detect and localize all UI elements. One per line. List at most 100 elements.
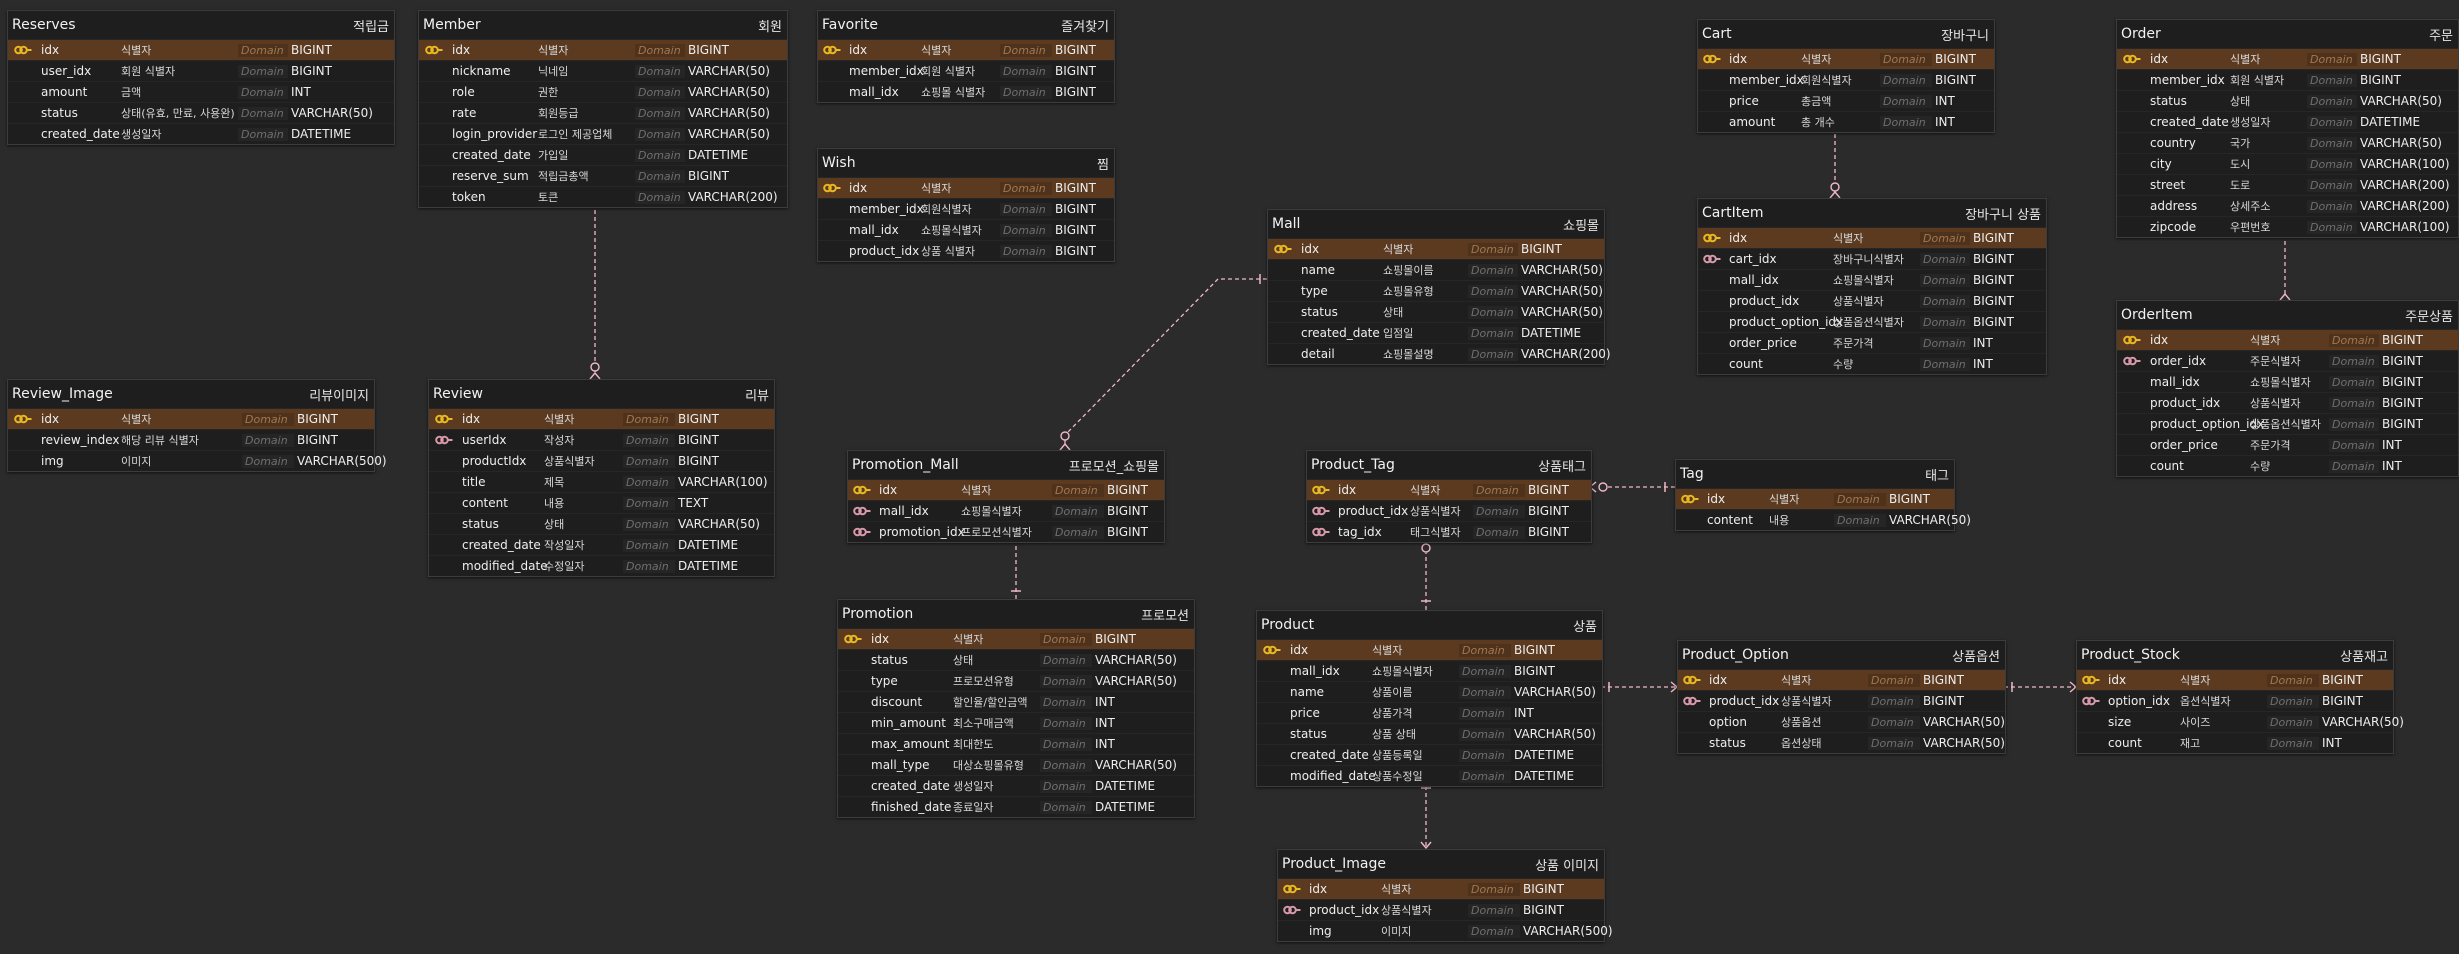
column-row[interactable]: productIdx상품식별자DomainBIGINT bbox=[429, 450, 774, 471]
table-member[interactable]: Member회원idx식별자DomainBIGINTnickname닉네임Dom… bbox=[418, 10, 788, 208]
table-reserves[interactable]: Reserves적립금idx식별자DomainBIGINTuser_idx회원 … bbox=[7, 10, 395, 145]
column-row[interactable]: idx식별자DomainBIGINT bbox=[1257, 639, 1602, 660]
column-row[interactable]: content내용DomainTEXT bbox=[429, 492, 774, 513]
table-mall[interactable]: Mall쇼핑몰idx식별자DomainBIGINTname쇼핑몰이름Domain… bbox=[1267, 209, 1611, 365]
table-favorite[interactable]: Favorite즐겨찾기idx식별자DomainBIGINTmember_idx… bbox=[817, 10, 1115, 103]
column-row[interactable]: modified_date수정일자DomainDATETIME bbox=[429, 555, 774, 576]
column-row[interactable]: idx식별자DomainBIGINT bbox=[2117, 329, 2458, 350]
column-row[interactable]: idx식별자DomainBIGINT bbox=[1678, 669, 2005, 690]
column-row[interactable]: idx식별자DomainBIGINT bbox=[818, 177, 1114, 198]
table-promotion[interactable]: Promotion프로모션idx식별자DomainBIGINTstatus상태D… bbox=[837, 599, 1195, 818]
column-row[interactable]: finished_date종료일자DomainDATETIME bbox=[838, 796, 1194, 817]
column-row[interactable]: order_price주문가격DomainINT bbox=[1698, 332, 2046, 353]
column-row[interactable]: idx식별자DomainBIGINT bbox=[1278, 878, 1604, 899]
table-header[interactable]: Tag태그 bbox=[1676, 460, 1954, 488]
table-review_image[interactable]: Review_Image리뷰이미지idx식별자DomainBIGINTrevie… bbox=[7, 379, 387, 472]
column-row[interactable]: rate회원등급DomainVARCHAR(50) bbox=[419, 102, 787, 123]
column-row[interactable]: address상세주소DomainVARCHAR(200) bbox=[2117, 195, 2458, 216]
column-row[interactable]: status상태DomainVARCHAR(50) bbox=[838, 649, 1194, 670]
column-row[interactable]: min_amount최소구매금액DomainINT bbox=[838, 712, 1194, 733]
table-product[interactable]: Product상품idx식별자DomainBIGINTmall_idx쇼핑몰식별… bbox=[1256, 610, 1603, 787]
column-row[interactable]: user_idx회원 식별자DomainBIGINT bbox=[8, 60, 394, 81]
table-header[interactable]: Promotion프로모션 bbox=[838, 600, 1194, 628]
column-row[interactable]: idx식별자DomainBIGINT bbox=[419, 39, 787, 60]
column-row[interactable]: mall_idx쇼핑몰식별자DomainBIGINT bbox=[818, 219, 1114, 240]
column-row[interactable]: product_option_idx상품옵션식별자DomainBIGINT bbox=[1698, 311, 2046, 332]
column-row[interactable]: nickname닉네임DomainVARCHAR(50) bbox=[419, 60, 787, 81]
table-product_tag[interactable]: Product_Tag상품태그idx식별자DomainBIGINTproduct… bbox=[1306, 450, 1592, 543]
column-row[interactable]: price상품가격DomainINT bbox=[1257, 702, 1602, 723]
table-header[interactable]: Wish찜 bbox=[818, 149, 1114, 177]
table-header[interactable]: Review리뷰 bbox=[429, 380, 774, 408]
column-row[interactable]: idx식별자DomainBIGINT bbox=[818, 39, 1114, 60]
table-header[interactable]: Product_Tag상품태그 bbox=[1307, 451, 1591, 479]
column-row[interactable]: idx식별자DomainBIGINT bbox=[1676, 488, 1954, 509]
column-row[interactable]: city도시DomainVARCHAR(100) bbox=[2117, 153, 2458, 174]
table-header[interactable]: Review_Image리뷰이미지 bbox=[8, 380, 374, 408]
column-row[interactable]: member_idx회원 식별자DomainBIGINT bbox=[818, 60, 1114, 81]
table-tag[interactable]: Tag태그idx식별자DomainBIGINTcontent내용DomainVA… bbox=[1675, 459, 1971, 531]
column-row[interactable]: title제목DomainVARCHAR(100) bbox=[429, 471, 774, 492]
column-row[interactable]: reserve_sum적립금총액DomainBIGINT bbox=[419, 165, 787, 186]
column-row[interactable]: product_idx상품식별자DomainBIGINT bbox=[1698, 290, 2046, 311]
column-row[interactable]: max_amount최대한도DomainINT bbox=[838, 733, 1194, 754]
column-row[interactable]: modified_date상품수정일DomainDATETIME bbox=[1257, 765, 1602, 786]
table-header[interactable]: Reserves적립금 bbox=[8, 11, 394, 39]
column-row[interactable]: name상품이름DomainVARCHAR(50) bbox=[1257, 681, 1602, 702]
column-row[interactable]: member_idx회원 식별자DomainBIGINT bbox=[2117, 69, 2458, 90]
table-header[interactable]: CartItem장바구니 상품 bbox=[1698, 199, 2046, 227]
column-row[interactable]: product_idx상품식별자DomainBIGINT bbox=[1678, 690, 2005, 711]
table-product_option[interactable]: Product_Option상품옵션idx식별자DomainBIGINTprod… bbox=[1677, 640, 2006, 754]
column-row[interactable]: created_date입점일DomainDATETIME bbox=[1268, 322, 1604, 343]
table-product_stock[interactable]: Product_Stock상품재고idx식별자DomainBIGINToptio… bbox=[2076, 640, 2404, 754]
table-header[interactable]: Cart장바구니 bbox=[1698, 20, 1994, 48]
table-header[interactable]: Product_Option상품옵션 bbox=[1678, 641, 2005, 669]
table-cart[interactable]: Cart장바구니idx식별자DomainBIGINTmember_idx회원식별… bbox=[1697, 19, 1995, 133]
column-row[interactable]: product_idx상품식별자DomainBIGINT bbox=[2117, 392, 2458, 413]
column-row[interactable]: created_date생성일자DomainDATETIME bbox=[8, 123, 394, 144]
column-row[interactable]: mall_type대상쇼핑몰유형DomainVARCHAR(50) bbox=[838, 754, 1194, 775]
column-row[interactable]: idx식별자DomainBIGINT bbox=[1698, 227, 2046, 248]
column-row[interactable]: mall_idx쇼핑몰식별자DomainBIGINT bbox=[2117, 371, 2458, 392]
table-review[interactable]: Review리뷰idx식별자DomainBIGINTuserIdx작성자Doma… bbox=[428, 379, 775, 577]
column-row[interactable]: idx식별자DomainBIGINT bbox=[2077, 669, 2393, 690]
column-row[interactable]: token토큰DomainVARCHAR(200) bbox=[419, 186, 787, 207]
table-header[interactable]: Product_Stock상품재고 bbox=[2077, 641, 2393, 669]
column-row[interactable]: login_provider로그인 제공업체DomainVARCHAR(50) bbox=[419, 123, 787, 144]
column-row[interactable]: idx식별자DomainBIGINT bbox=[8, 408, 374, 429]
table-product_image[interactable]: Product_Image상품 이미지idx식별자DomainBIGINTpro… bbox=[1277, 849, 1613, 942]
table-order[interactable]: Order주문idx식별자DomainBIGINTmember_idx회원 식별… bbox=[2116, 19, 2459, 238]
column-row[interactable]: count수량DomainINT bbox=[1698, 353, 2046, 374]
column-row[interactable]: status옵션상태DomainVARCHAR(50) bbox=[1678, 732, 2005, 753]
column-row[interactable]: idx식별자DomainBIGINT bbox=[429, 408, 774, 429]
column-row[interactable]: option_idx옵션식별자DomainBIGINT bbox=[2077, 690, 2393, 711]
column-row[interactable]: order_price주문가격DomainINT bbox=[2117, 434, 2458, 455]
column-row[interactable]: amount총 개수DomainINT bbox=[1698, 111, 1994, 132]
column-row[interactable]: size사이즈DomainVARCHAR(50) bbox=[2077, 711, 2404, 732]
column-row[interactable]: idx식별자DomainBIGINT bbox=[848, 479, 1164, 500]
column-row[interactable]: idx식별자DomainBIGINT bbox=[1698, 48, 1994, 69]
column-row[interactable]: role권한DomainVARCHAR(50) bbox=[419, 81, 787, 102]
table-cartitem[interactable]: CartItem장바구니 상품idx식별자DomainBIGINTcart_id… bbox=[1697, 198, 2047, 375]
column-row[interactable]: status상태DomainVARCHAR(50) bbox=[429, 513, 774, 534]
column-row[interactable]: street도로DomainVARCHAR(200) bbox=[2117, 174, 2458, 195]
table-wish[interactable]: Wish찜idx식별자DomainBIGINTmember_idx회원식별자Do… bbox=[817, 148, 1115, 262]
table-orderitem[interactable]: OrderItem주문상품idx식별자DomainBIGINTorder_idx… bbox=[2116, 300, 2459, 477]
column-row[interactable]: member_idx회원식별자DomainBIGINT bbox=[818, 198, 1114, 219]
table-header[interactable]: Product_Image상품 이미지 bbox=[1278, 850, 1604, 878]
column-row[interactable]: review_index해당 리뷰 식별자DomainBIGINT bbox=[8, 429, 374, 450]
column-row[interactable]: option상품옵션DomainVARCHAR(50) bbox=[1678, 711, 2005, 732]
column-row[interactable]: name쇼핑몰이름DomainVARCHAR(50) bbox=[1268, 259, 1604, 280]
column-row[interactable]: idx식별자DomainBIGINT bbox=[1307, 479, 1591, 500]
column-row[interactable]: cart_idx장바구니식별자DomainBIGINT bbox=[1698, 248, 2046, 269]
column-row[interactable]: tag_idx태그식별자DomainBIGINT bbox=[1307, 521, 1591, 542]
column-row[interactable]: member_idx회원식별자DomainBIGINT bbox=[1698, 69, 1994, 90]
column-row[interactable]: idx식별자DomainBIGINT bbox=[1268, 238, 1604, 259]
column-row[interactable]: zipcode우편번호DomainVARCHAR(100) bbox=[2117, 216, 2458, 237]
column-row[interactable]: detail쇼핑몰설명DomainVARCHAR(200) bbox=[1268, 343, 1611, 364]
column-row[interactable]: product_idx상품식별자DomainBIGINT bbox=[1307, 500, 1591, 521]
column-row[interactable]: content내용DomainVARCHAR(50) bbox=[1676, 509, 1971, 530]
column-row[interactable]: img이미지DomainVARCHAR(500) bbox=[1278, 920, 1613, 941]
column-row[interactable]: country국가DomainVARCHAR(50) bbox=[2117, 132, 2458, 153]
column-row[interactable]: mall_idx쇼핑몰식별자DomainBIGINT bbox=[1257, 660, 1602, 681]
